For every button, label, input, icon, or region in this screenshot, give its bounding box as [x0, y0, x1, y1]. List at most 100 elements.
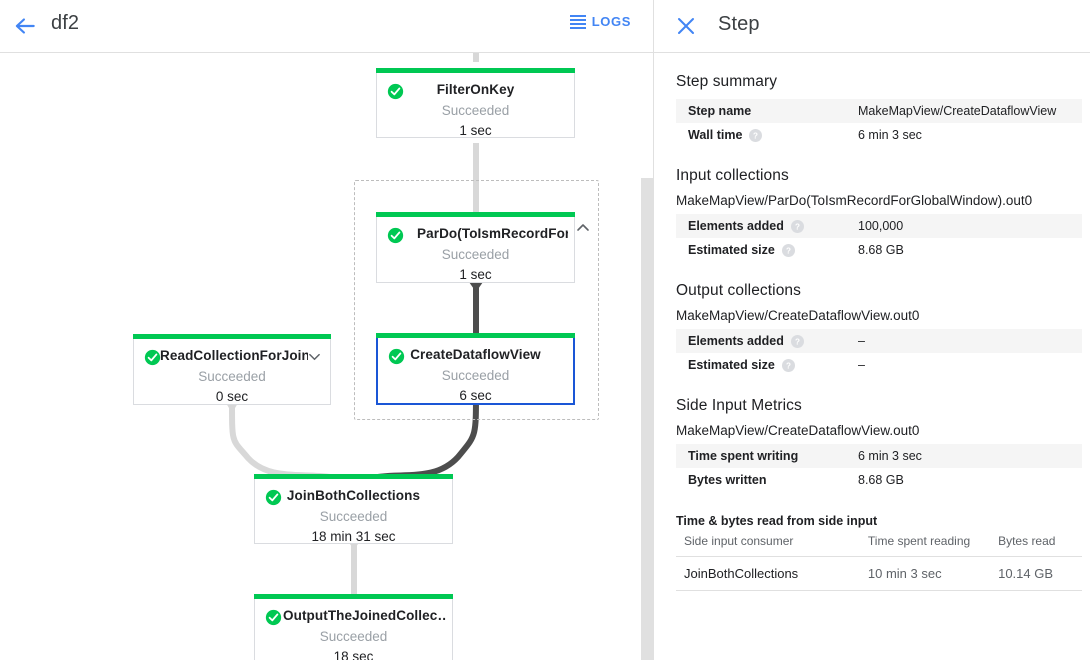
step-panel-title: Step [718, 13, 760, 35]
input-collections-table: Elements added? 100,000 Estimated size? … [676, 214, 1082, 262]
node-name: FilterOnKey [436, 82, 515, 97]
row-value: 8.68 GB [858, 243, 904, 257]
row-key-label: Elements added [688, 334, 784, 348]
step-summary-table: Step name MakeMapView/CreateDataflowView… [676, 99, 1082, 147]
svg-text:?: ? [753, 132, 758, 141]
svg-text:?: ? [786, 247, 791, 256]
chevron-down-icon[interactable] [308, 350, 321, 363]
help-icon[interactable]: ? [749, 129, 763, 142]
svg-text:?: ? [795, 338, 800, 347]
side-input-consumers-table: Side input consumer Time spent reading B… [676, 530, 1082, 591]
node-status: Succeeded [319, 629, 388, 644]
row-key: Wall time? [676, 123, 856, 147]
node-status: Succeeded [441, 368, 510, 383]
graph-scrollbar-track[interactable] [640, 53, 653, 660]
node-status: Succeeded [319, 509, 388, 524]
section-heading-step-summary: Step summary [676, 73, 778, 90]
section-heading-side-input-metrics: Side Input Metrics [676, 397, 802, 414]
node-name: ParDo(ToIsmRecordFor… [417, 226, 568, 241]
graph-node-joinbothcollections[interactable]: JoinBothCollections Succeeded 18 min 31 … [254, 474, 453, 544]
output-collections-table: Elements added? – Estimated size? – [676, 329, 1082, 377]
node-status-bar [254, 594, 453, 599]
cell-time-spent-reading: 10 min 3 sec [859, 556, 991, 591]
column-header-time-spent-reading: Time spent reading [859, 530, 991, 557]
node-status: Succeeded [441, 103, 510, 118]
output-collection-name: MakeMapView/CreateDataflowView.out0 [676, 308, 920, 323]
side-input-metrics-table: Time spent writing 6 min 3 sec Bytes wri… [676, 444, 1082, 492]
step-panel-body: Step summary Step name MakeMapView/Creat… [654, 73, 1090, 591]
node-name: OutputTheJoinedCollec… [283, 608, 446, 623]
cell-consumer: JoinBothCollections [676, 556, 860, 591]
row-key-label: Estimated size [688, 243, 775, 257]
graph-node-pardo[interactable]: ParDo(ToIsmRecordFor… Succeeded 1 sec [376, 212, 575, 283]
input-collection-name: MakeMapView/ParDo(ToIsmRecordForGlobalWi… [676, 193, 1033, 208]
node-status-bar [376, 212, 575, 217]
node-name: CreateDataflowView [410, 347, 541, 362]
logs-button-label: LOGS [591, 14, 631, 29]
section-heading-time-bytes-read: Time & bytes read from side input [676, 514, 878, 528]
job-graph-canvas[interactable]: MakeMapView FilterOnKey Succeeded [0, 53, 653, 660]
node-name: ReadCollectionForJoin [160, 348, 308, 363]
help-icon[interactable]: ? [790, 335, 804, 348]
top-bar: df2 LOGS [0, 0, 653, 53]
node-status-bar [376, 333, 575, 338]
help-icon[interactable]: ? [781, 359, 795, 372]
logs-button[interactable]: LOGS [569, 14, 631, 29]
row-value: – [858, 358, 865, 372]
row-key: Step name [676, 99, 856, 123]
node-time: 1 sec [459, 267, 492, 282]
table-row[interactable]: JoinBothCollections 10 min 3 sec 10.14 G… [676, 556, 1082, 591]
row-value: 6 min 3 sec [858, 128, 922, 142]
node-status-bar [254, 474, 453, 479]
check-circle-icon [387, 227, 404, 244]
node-status-bar [376, 68, 575, 73]
check-circle-icon [144, 349, 161, 366]
graph-node-readcollectionforjoin[interactable]: ReadCollectionForJoin Succeeded 0 sec [133, 334, 331, 405]
row-value: 6 min 3 sec [856, 444, 1082, 468]
column-header-consumer: Side input consumer [676, 530, 860, 557]
help-icon[interactable]: ? [790, 220, 804, 233]
table-row: Elements added? – [676, 329, 1082, 353]
check-circle-icon [387, 83, 404, 100]
node-name: JoinBothCollections [286, 488, 421, 503]
row-value: MakeMapView/CreateDataflowView [856, 99, 1082, 123]
node-time: 0 sec [215, 389, 249, 404]
check-circle-icon [388, 348, 405, 365]
chevron-up-icon[interactable] [576, 221, 590, 235]
job-graph-pane: df2 LOGS [0, 0, 653, 660]
graph-node-filteronkey[interactable]: FilterOnKey Succeeded 1 sec [376, 68, 575, 138]
node-time: 18 sec [333, 649, 374, 660]
arrow-left-icon[interactable] [12, 13, 38, 39]
node-status-bar [133, 334, 331, 339]
close-icon[interactable] [674, 14, 698, 38]
row-value: 8.68 GB [858, 473, 904, 487]
node-time: 6 sec [459, 388, 492, 403]
graph-scrollbar-thumb[interactable] [641, 178, 653, 660]
node-status: Succeeded [198, 369, 266, 384]
logs-list-icon [569, 14, 586, 29]
check-circle-icon [265, 489, 282, 506]
row-key: Estimated size? [676, 353, 856, 377]
help-icon[interactable]: ? [781, 244, 795, 257]
row-key: Bytes written [688, 473, 767, 487]
row-key-label: Elements added [688, 219, 784, 233]
side-input-collection-name: MakeMapView/CreateDataflowView.out0 [676, 423, 920, 438]
page-title: df2 [51, 12, 80, 34]
graph-node-createdataflowview[interactable]: CreateDataflowView Succeeded 6 sec [376, 333, 575, 405]
table-row: Estimated size? 8.68 GB [676, 238, 1082, 262]
node-time: 1 sec [459, 123, 492, 138]
table-row: Estimated size? – [676, 353, 1082, 377]
step-details-panel: Step Step summary Step name MakeMapView/… [654, 0, 1090, 660]
table-row: Bytes written 8.68 GB [676, 468, 1082, 492]
pane-divider [653, 0, 654, 660]
cell-bytes-read: 10.14 GB [990, 556, 1082, 591]
table-row: Step name MakeMapView/CreateDataflowView [676, 99, 1082, 123]
row-key: Elements added? [676, 329, 856, 353]
row-key: Elements added? [676, 214, 856, 238]
graph-node-outputthejoinedcollection[interactable]: OutputTheJoinedCollec… Succeeded 18 sec [254, 594, 453, 660]
node-status: Succeeded [441, 247, 510, 262]
row-key-label: Wall time [688, 128, 743, 142]
table-row: Wall time? 6 min 3 sec [676, 123, 1082, 147]
svg-text:?: ? [786, 362, 791, 371]
